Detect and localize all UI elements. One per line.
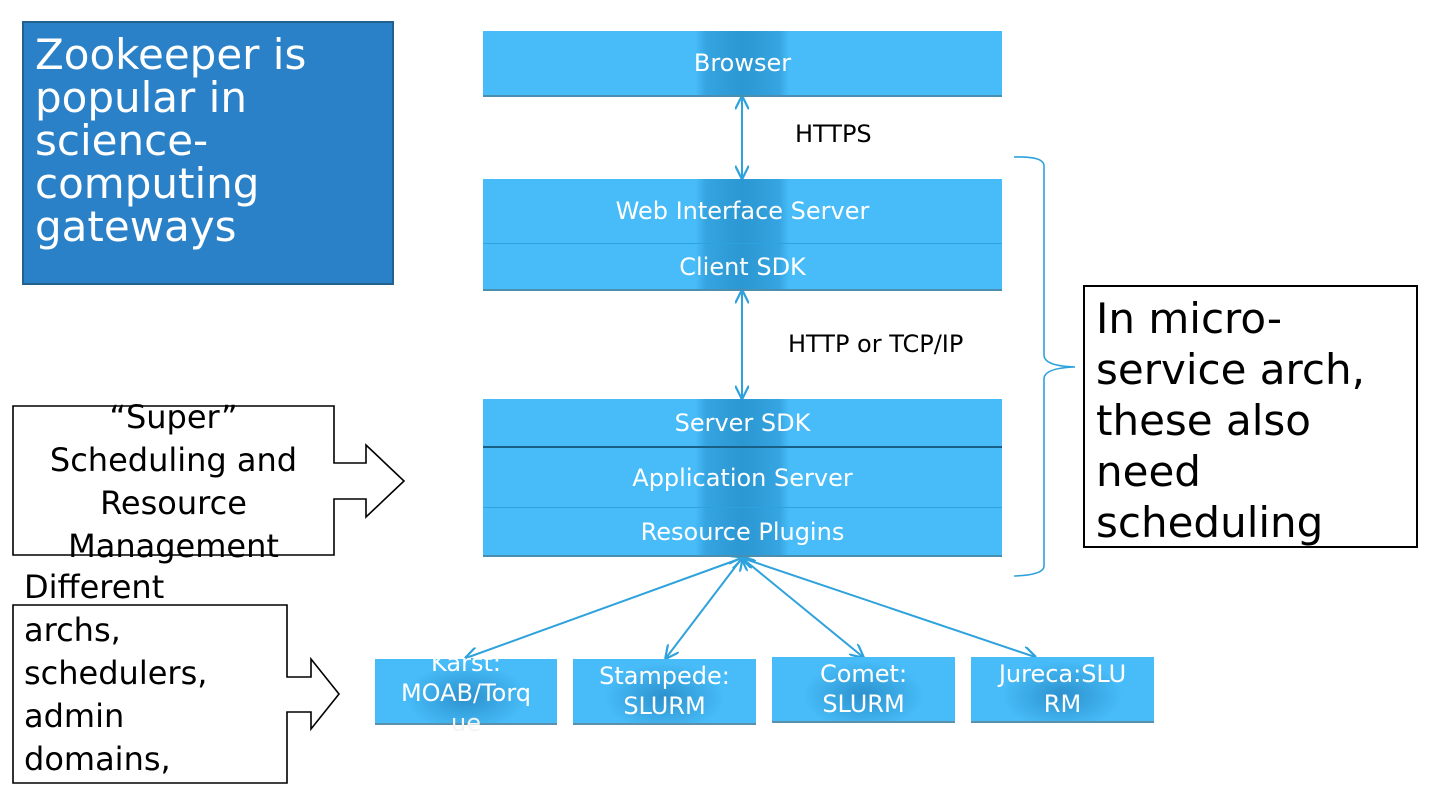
resource-jureca: Jureca:SLU RM — [971, 657, 1154, 721]
arrow-to-jureca — [742, 558, 1035, 657]
callout-line: domains, — [24, 740, 171, 778]
server-stack-box: Server SDK Application Server Resource P… — [483, 399, 1002, 555]
note-line: need — [1096, 447, 1201, 496]
callout-line: Scheduling and — [49, 441, 298, 479]
web-interface-server-label: Web Interface Server — [615, 197, 870, 225]
super-scheduling-callout-shape — [12, 405, 406, 556]
resource-line: RM — [1043, 690, 1082, 718]
resource-comet: Comet: SLURM — [772, 657, 955, 721]
title-line: science- — [35, 116, 209, 165]
resource-line: SLURM — [623, 692, 706, 720]
super-scheduling-text: “Super” Scheduling and Resource Manageme… — [13, 396, 334, 568]
https-label: HTTPS — [795, 120, 872, 148]
note-line: these also — [1096, 396, 1311, 445]
layer-divider — [483, 507, 1002, 508]
browser-layer: Browser — [483, 31, 1002, 95]
resource-line: MOAB/Torq — [400, 679, 532, 707]
web-interface-box: Web Interface Server Client SDK — [483, 179, 1002, 289]
title-line: computing — [35, 159, 260, 208]
callout-line: archs, — [24, 611, 121, 649]
resource-line: Karst: — [431, 649, 501, 677]
web-interface-server-layer: Web Interface Server — [483, 179, 1002, 243]
resource-line: Comet: — [819, 660, 908, 688]
http-tcp-label: HTTP or TCP/IP — [788, 330, 964, 358]
note-line: In micro- — [1096, 294, 1283, 343]
callout-line: Different — [24, 568, 165, 606]
resource-line: Jureca:SLU — [998, 660, 1127, 688]
callout-line: schedulers, — [24, 654, 208, 692]
note-line: service arch, — [1096, 345, 1365, 394]
client-sdk-layer: Client SDK — [483, 244, 1002, 289]
application-server-layer: Application Server — [483, 448, 1002, 507]
resource-karst: Karst: MOAB/Torq ue — [375, 649, 557, 737]
resource-plugins-label: Resource Plugins — [640, 517, 845, 546]
title-line: gateways — [35, 202, 237, 251]
different-archs-callout-shape — [12, 604, 341, 784]
arrow-to-comet — [742, 558, 863, 657]
different-archs-text: Different archs, schedulers, admin domai… — [24, 566, 284, 781]
client-sdk-label: Client SDK — [679, 252, 806, 281]
right-brace — [1013, 156, 1076, 577]
server-sdk-layer: Server SDK — [483, 399, 1002, 446]
microservice-note-box: In micro- service arch, these also need … — [1083, 285, 1418, 548]
arrow-to-stampede — [666, 558, 742, 658]
title-box: Zookeeper is popular in science- computi… — [22, 21, 394, 285]
callout-line: “Super” — [109, 398, 238, 436]
title-line: popular in — [35, 73, 247, 122]
browser-box: Browser — [483, 31, 1002, 95]
resource-line: ue — [451, 709, 481, 737]
callout-line: Resource — [100, 484, 247, 522]
callout-line: admin — [24, 697, 125, 735]
browser-label: Browser — [693, 49, 792, 77]
resource-stampede: Stampede: SLURM — [573, 659, 756, 723]
note-line: scheduling — [1096, 498, 1324, 547]
resource-line: Stampede: — [599, 662, 730, 690]
application-server-label: Application Server — [632, 463, 853, 492]
layer-divider — [483, 446, 1002, 448]
arrow-to-karst — [466, 558, 742, 658]
callout-line: Management — [68, 527, 279, 565]
title-line: Zookeeper is — [35, 30, 307, 79]
layer-divider — [483, 243, 1002, 244]
resource-line: SLURM — [822, 690, 905, 718]
server-sdk-label: Server SDK — [674, 408, 811, 437]
resource-plugins-layer: Resource Plugins — [483, 508, 1002, 555]
